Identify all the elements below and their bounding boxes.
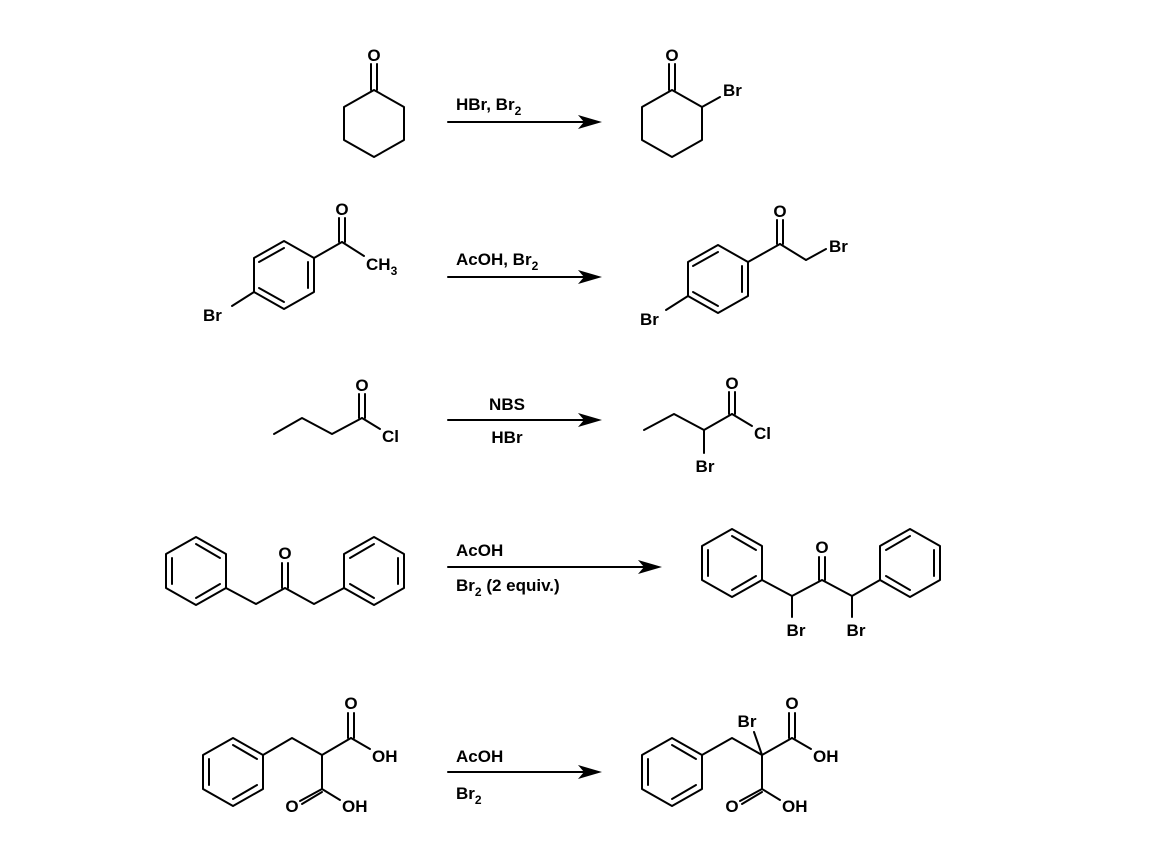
reaction-arrow (447, 270, 602, 284)
label-oxygen: O (285, 797, 298, 816)
label-bromine: Br (829, 237, 848, 256)
product-2-bromocyclohexanone: O Br (641, 46, 742, 158)
reactant-4-bromoacetophenone: O CH3 Br (203, 200, 398, 325)
reaction-3: O Cl NBS HBr O Cl Br (273, 374, 771, 476)
label-hydroxyl: OH (372, 747, 398, 766)
reaction-arrow (447, 115, 602, 129)
product-2-bromobutanoyl-chloride: O Cl Br (643, 374, 771, 476)
reactant-1,3-diphenylacetone: O (165, 536, 405, 606)
reaction-5: O OH O OH AcOH Br2 B (202, 694, 839, 816)
reagent-above: HBr, Br2 (456, 95, 522, 118)
label-oxygen: O (725, 797, 738, 816)
label-oxygen: O (344, 694, 357, 713)
label-bromine: Br (696, 457, 715, 476)
label-oxygen: O (355, 376, 368, 395)
label-chlorine: Cl (754, 424, 771, 443)
label-bromine: Br (847, 621, 866, 640)
reactant-butanoyl-chloride: O Cl (273, 376, 399, 446)
label-hydroxyl: OH (782, 797, 808, 816)
label-oxygen: O (773, 202, 786, 221)
label-bromine: Br (640, 310, 659, 329)
label-oxygen: O (665, 46, 678, 65)
reaction-arrow (447, 765, 602, 779)
label-oxygen: O (278, 544, 291, 563)
label-bromine: Br (723, 81, 742, 100)
reaction-arrow (447, 413, 602, 427)
reagent-below: HBr (491, 428, 523, 447)
reagent-below: Br2 (456, 784, 482, 807)
label-bromine: Br (787, 621, 806, 640)
label-oxygen: O (815, 538, 828, 557)
reagent-above: AcOH (456, 747, 503, 766)
product-2-bromo-1-(4-bromophenyl)ethanone: O Br Br (640, 202, 848, 329)
reagent-above: AcOH, Br2 (456, 250, 539, 273)
reactant-cyclohexanone: O (343, 46, 405, 158)
label-hydroxyl: OH (342, 797, 368, 816)
reaction-2: O CH3 Br AcOH, Br2 O Br Br (203, 200, 848, 329)
label-methyl: CH3 (366, 255, 398, 278)
label-oxygen: O (725, 374, 738, 393)
reaction-4: O AcOH Br2 (2 equiv.) O Br (165, 528, 941, 640)
reagent-above: AcOH (456, 541, 503, 560)
label-chlorine: Cl (382, 427, 399, 446)
reagent-above: NBS (489, 395, 525, 414)
label-bromine: Br (738, 712, 757, 731)
product-bromobenzylmalonic-acid: Br O OH O OH (641, 694, 839, 816)
reagent-below: Br2 (2 equiv.) (456, 576, 560, 599)
label-oxygen: O (367, 46, 380, 65)
label-bromine: Br (203, 306, 222, 325)
reaction-1: O HBr, Br2 O Br (343, 46, 742, 158)
label-oxygen: O (335, 200, 348, 219)
label-hydroxyl: OH (813, 747, 839, 766)
label-oxygen: O (785, 694, 798, 713)
product-1,3-dibromo-1,3-diphenylacetone: O Br Br (701, 528, 941, 640)
reactant-benzylmalonic-acid: O OH O OH (202, 694, 398, 816)
reaction-arrow (447, 560, 662, 574)
